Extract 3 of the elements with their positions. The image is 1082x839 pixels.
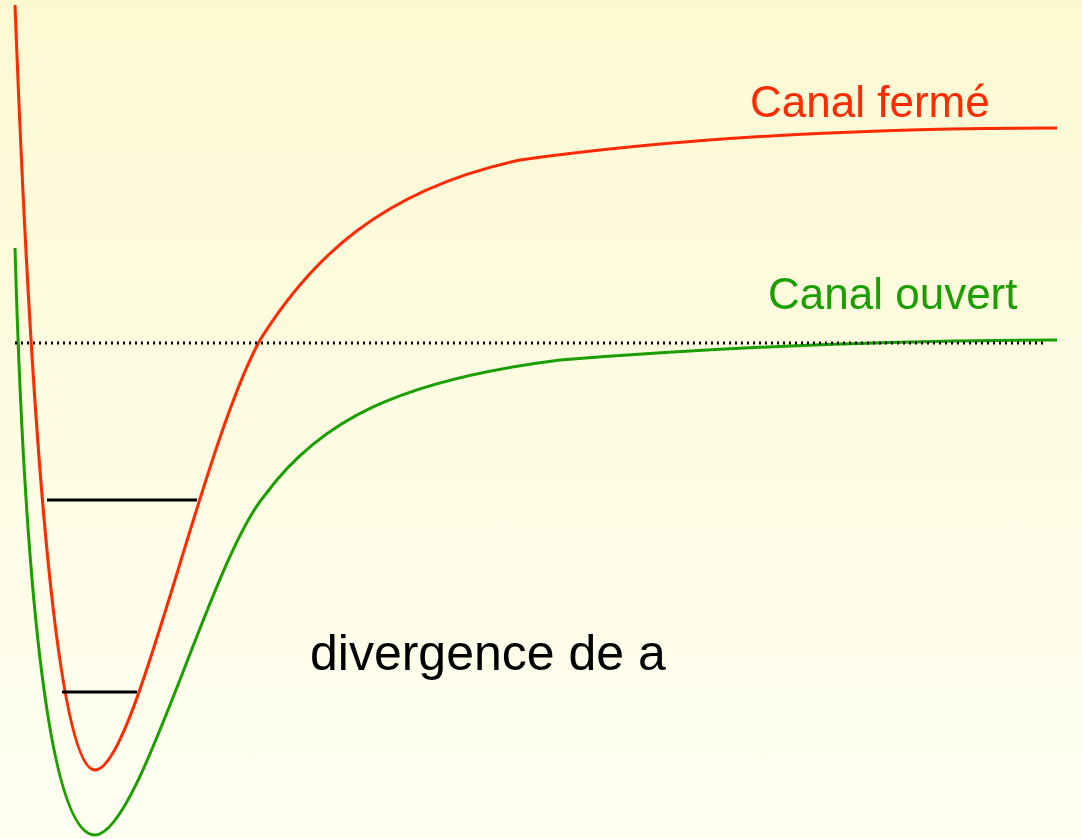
curve-label: Canal ouvert [768,272,1018,316]
curve-label: Canal fermé [750,80,990,124]
annotation-text: divergence de a [310,628,666,678]
